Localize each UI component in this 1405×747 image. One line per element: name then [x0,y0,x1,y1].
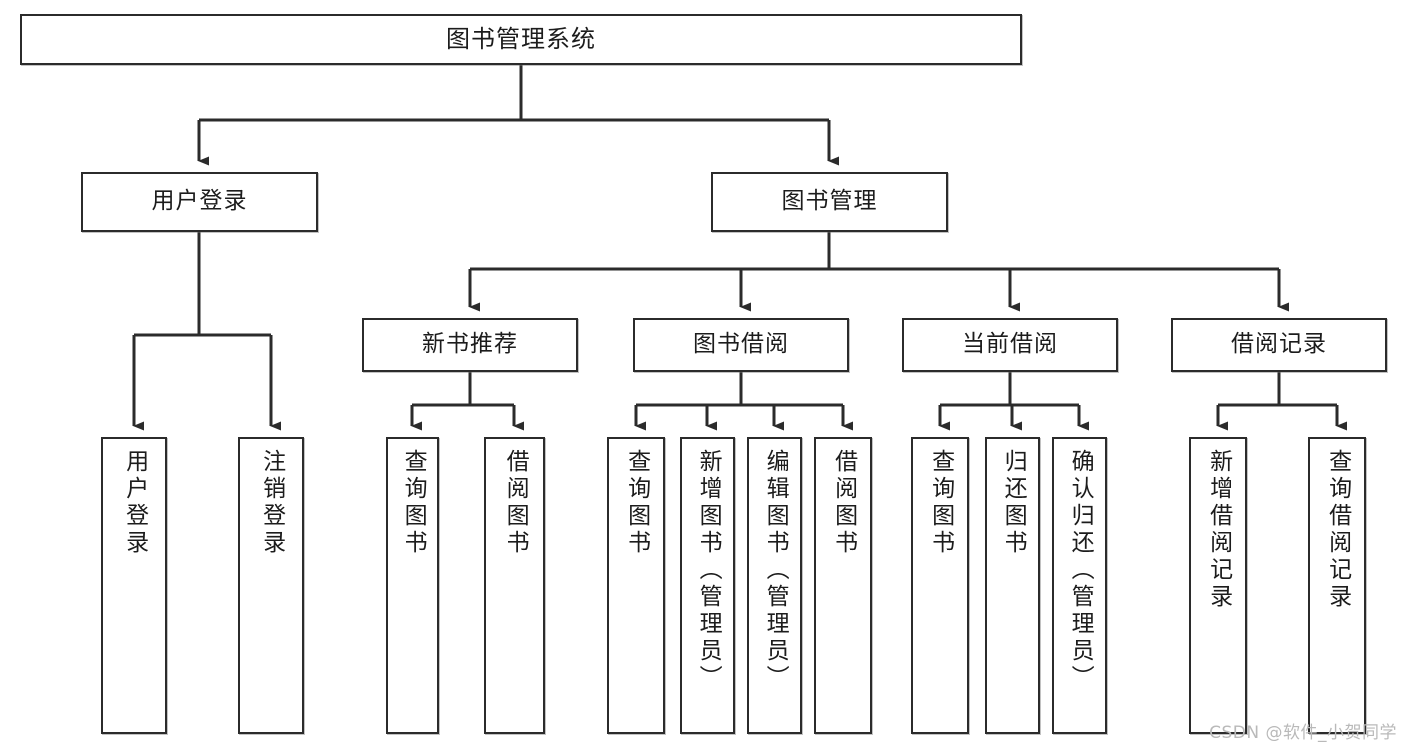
leaf-query-books-recommend-label: 查询图书 [400,449,427,557]
leaf-user-login-label: 用户登录 [121,449,148,557]
node-root-label: 图书管理系统 [446,25,596,54]
leaf-add-borrow-record-label: 新增借阅记录 [1205,449,1232,611]
leaf-add-borrow-record[interactable]: 新增借阅记录 [1189,437,1247,734]
node-book-management[interactable]: 图书管理 [711,172,948,232]
leaf-query-books-current-label: 查询图书 [927,449,954,557]
leaf-confirm-return-admin[interactable]: 确认归还（管理员） [1052,437,1107,734]
leaf-query-books-current[interactable]: 查询图书 [911,437,969,734]
leaf-borrow-book-label: 借阅图书 [830,449,857,557]
node-user-login-label: 用户登录 [151,188,248,215]
node-current-borrow-label: 当前借阅 [962,331,1058,358]
leaf-edit-book-admin-label: 编辑图书（管理员） [762,449,789,692]
leaf-query-books-borrow[interactable]: 查询图书 [607,437,665,734]
leaf-query-books-recommend[interactable]: 查询图书 [386,437,439,734]
leaf-logout-label: 注销登录 [258,449,285,557]
leaf-return-book-label: 归还图书 [1000,449,1027,557]
node-book-borrow[interactable]: 图书借阅 [633,318,849,372]
node-borrow-records[interactable]: 借阅记录 [1171,318,1387,372]
node-book-borrow-label: 图书借阅 [693,331,789,358]
leaf-borrow-book[interactable]: 借阅图书 [814,437,872,734]
node-new-book-recommend-label: 新书推荐 [422,331,518,358]
leaf-query-borrow-record-label: 查询借阅记录 [1324,449,1351,611]
node-borrow-records-label: 借阅记录 [1231,331,1327,358]
leaf-query-borrow-record[interactable]: 查询借阅记录 [1308,437,1366,734]
leaf-query-books-borrow-label: 查询图书 [623,449,650,557]
leaf-add-book-admin[interactable]: 新增图书（管理员） [680,437,735,734]
node-current-borrow[interactable]: 当前借阅 [902,318,1118,372]
node-new-book-recommend[interactable]: 新书推荐 [362,318,578,372]
leaf-borrow-books-recommend[interactable]: 借阅图书 [484,437,545,734]
node-book-management-label: 图书管理 [781,188,878,215]
leaf-confirm-return-admin-label: 确认归还（管理员） [1067,449,1094,692]
node-root[interactable]: 图书管理系统 [20,14,1022,65]
leaf-user-login[interactable]: 用户登录 [101,437,167,734]
node-user-login[interactable]: 用户登录 [81,172,318,232]
leaf-add-book-admin-label: 新增图书（管理员） [695,449,722,692]
leaf-return-book[interactable]: 归还图书 [985,437,1040,734]
leaf-edit-book-admin[interactable]: 编辑图书（管理员） [747,437,802,734]
leaf-borrow-books-recommend-label: 借阅图书 [502,449,529,557]
leaf-logout[interactable]: 注销登录 [238,437,304,734]
